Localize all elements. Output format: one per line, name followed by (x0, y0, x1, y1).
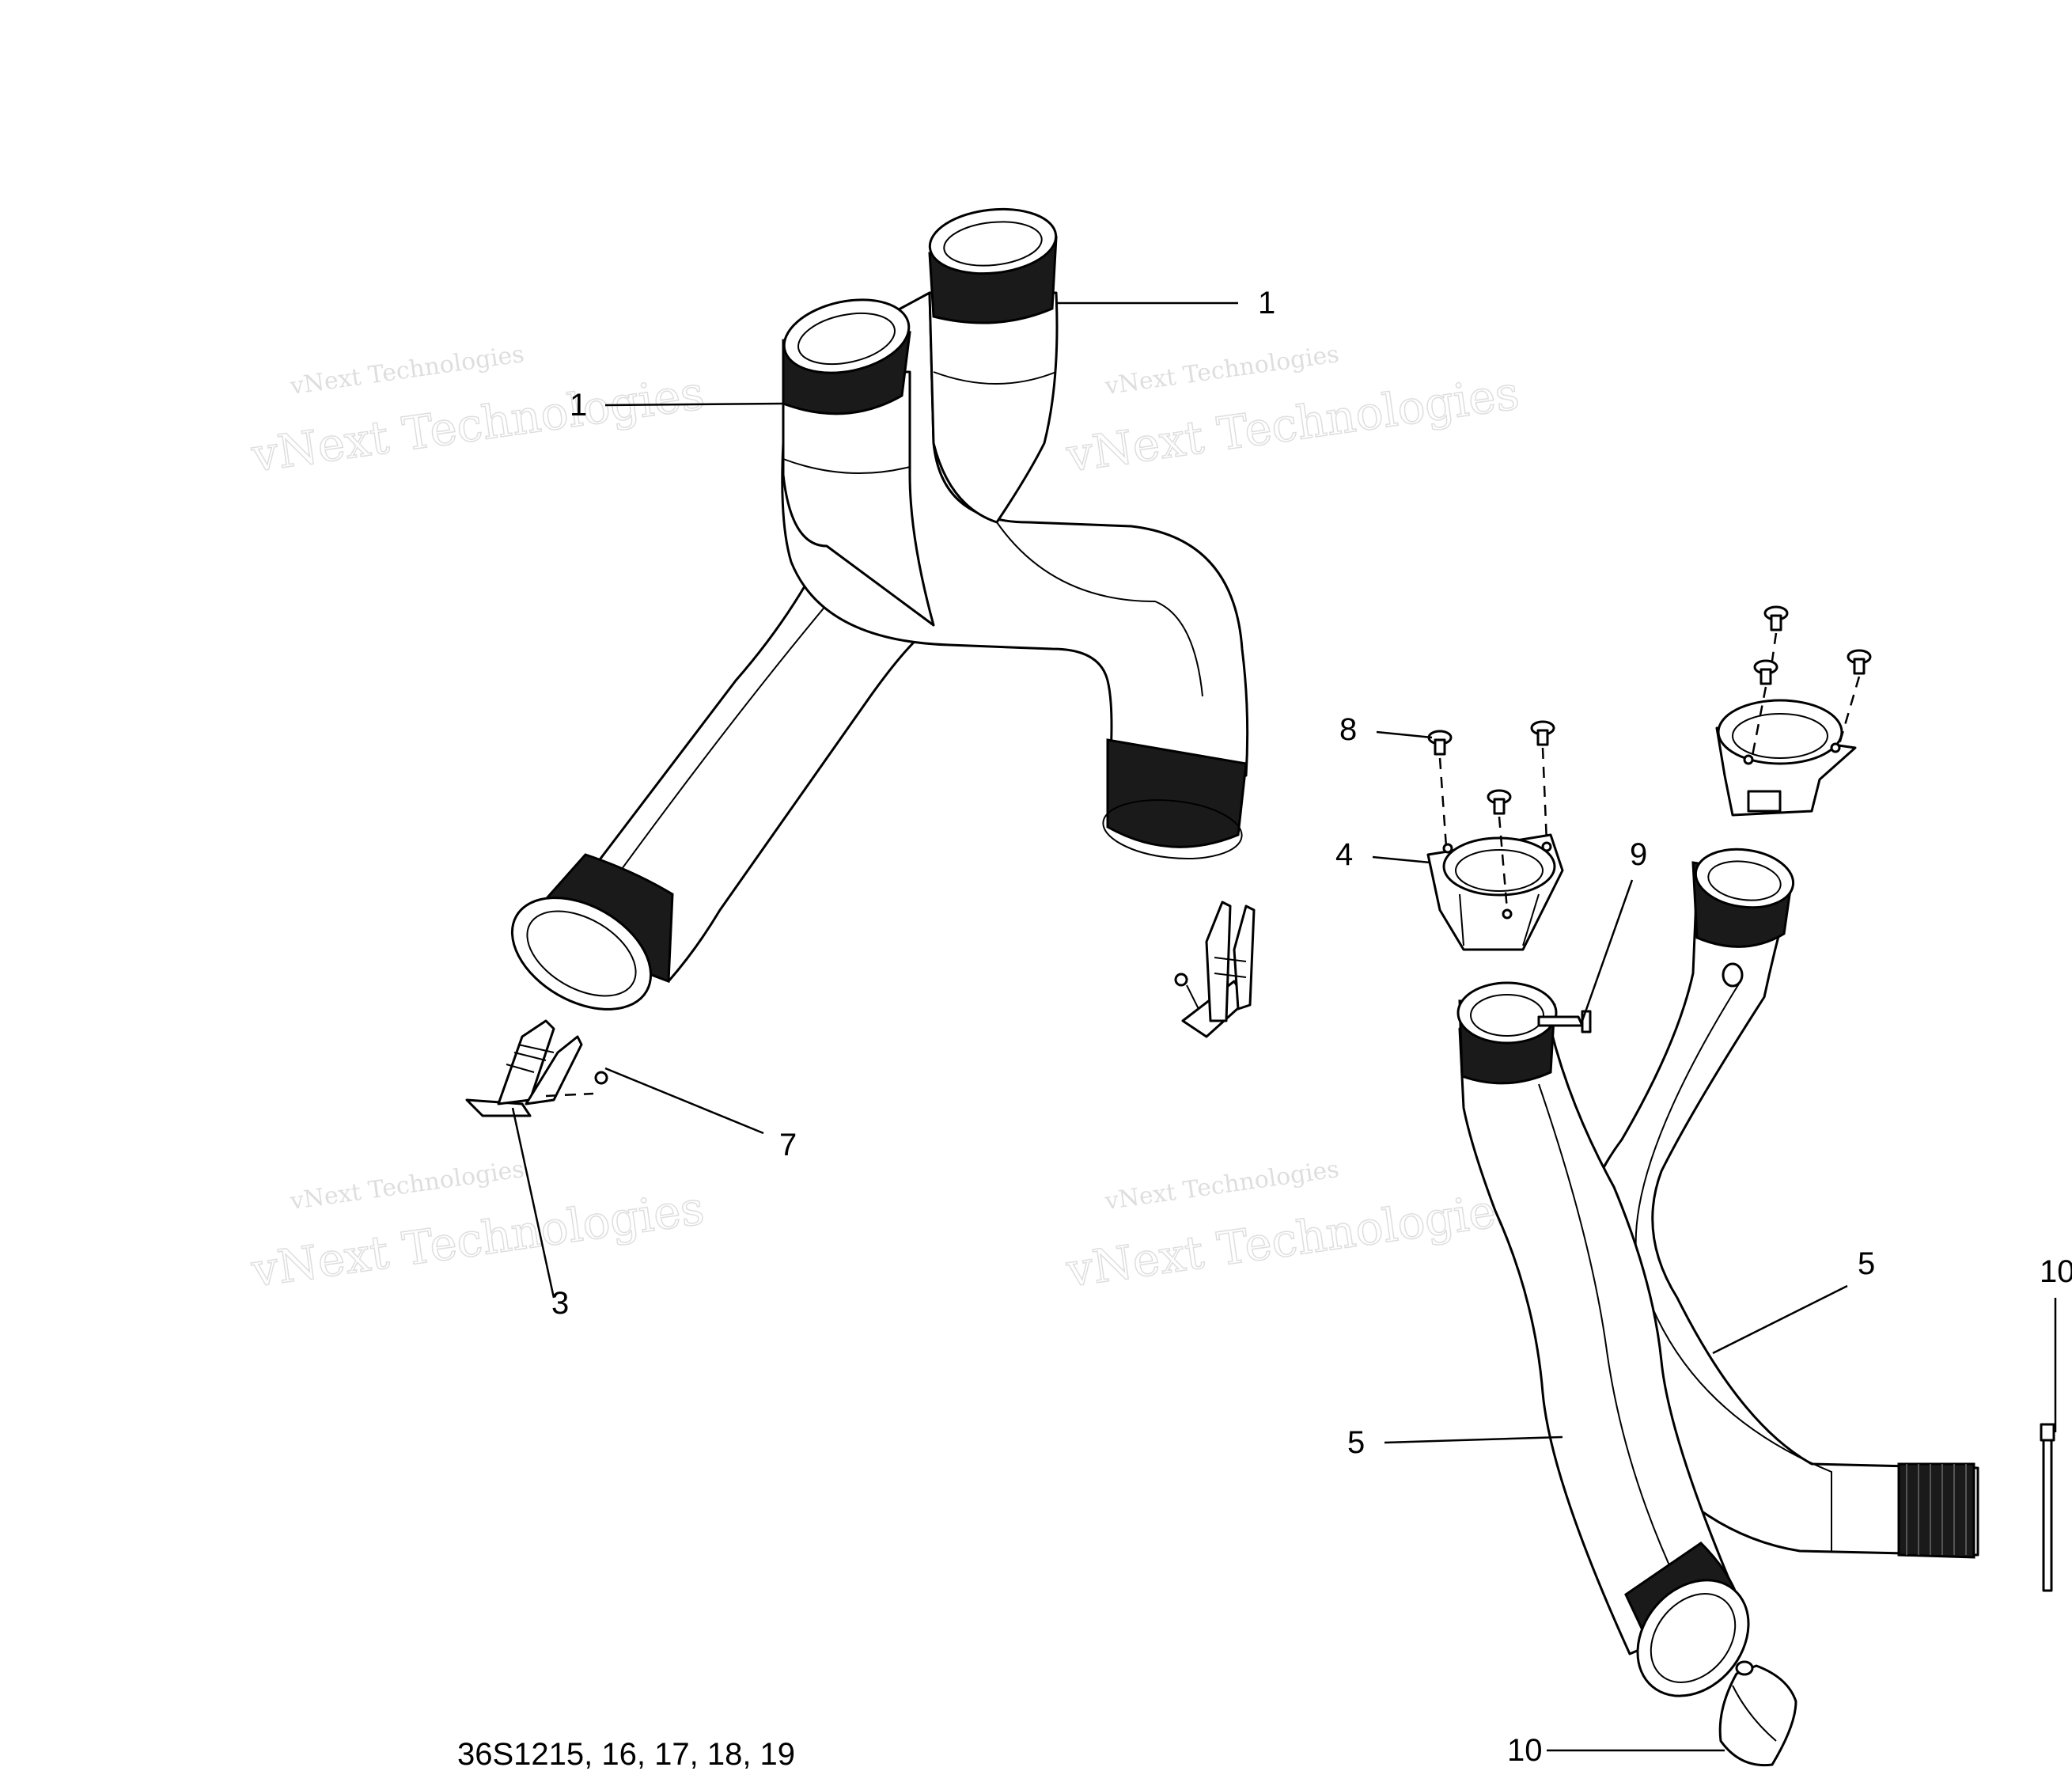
leader-4 (1372, 855, 1431, 864)
y-pipe-assembly (510, 207, 1249, 1011)
watermark-small-text: vNext Technologies (1103, 340, 1341, 400)
flange-left (1426, 720, 1564, 951)
leader-5a (1712, 1284, 1848, 1355)
callout-3: 3 (551, 1286, 569, 1321)
watermark-top-left: vNext Technologies vNext Technologies (247, 340, 708, 483)
watermark-small-text: vNext Technologies (288, 1155, 526, 1215)
y-pipe-s-bend-thread (1102, 738, 1248, 859)
spring-clip-bottom (1718, 1660, 1797, 1767)
callout-8: 8 (1339, 712, 1357, 747)
y-pipe-left-thread-ring (782, 298, 911, 415)
leader-1a (604, 402, 784, 407)
flange-right-bolt-2 (1753, 659, 1778, 685)
exhaust-pipe-crossover-front (1456, 981, 1750, 1697)
y-pipe-left-inlet-tube (782, 370, 935, 627)
callout-10-right: 10 (2040, 1254, 2072, 1289)
flange-left-bolt-1 (1427, 730, 1453, 756)
watermark-small-text: vNext Technologies (1103, 1155, 1341, 1215)
flange-right-bolt-1 (1763, 605, 1789, 631)
leader-9 (1581, 879, 1634, 1022)
flange-right (1715, 605, 1872, 817)
clamp-bracket-center (1174, 901, 1256, 1038)
clamp-bracket-left (465, 1019, 608, 1117)
y-pipe-right-thread-ring (928, 207, 1058, 324)
callout-7: 7 (779, 1128, 797, 1162)
leader-5b (1384, 1435, 1563, 1444)
flange-left-bolt-2 (1530, 720, 1555, 746)
callout-5-right: 5 (1858, 1246, 1875, 1281)
leader-7 (604, 1067, 764, 1135)
callout-10-bottom: 10 (1507, 1733, 1543, 1768)
clamp-screw (594, 1071, 608, 1085)
callout-1-right: 1 (1258, 286, 1275, 320)
callout-9: 9 (1630, 837, 1647, 872)
clamp-center-screw (1174, 973, 1188, 987)
sensor-hole (1722, 962, 1744, 988)
watermark-bottom-left: vNext Technologies vNext Technologies (247, 1155, 708, 1298)
y-pipe-lower-left-thread (510, 853, 674, 1011)
y-pipe-right-inlet-tube (928, 291, 1059, 524)
leader-3 (511, 1107, 555, 1299)
flange-left-bolt-3 (1487, 789, 1512, 815)
drawing-code: 36S1215, 16, 17, 18, 19 (457, 1737, 795, 1771)
watermark-small-text: vNext Technologies (288, 340, 526, 400)
watermark-bottom-center: vNext Technologies vNext Technologies (1062, 1155, 1523, 1298)
callout-1-left: 1 (570, 388, 587, 423)
watermark-top-center: vNext Technologies vNext Technologies (1062, 340, 1523, 483)
spring-right-edge (2040, 1423, 2055, 1592)
callout-4: 4 (1335, 837, 1353, 872)
sensor-screw (1537, 1010, 1592, 1033)
leader-8 (1376, 730, 1433, 739)
callout-5-left: 5 (1347, 1425, 1365, 1460)
flange-right-bolt-3 (1847, 649, 1872, 675)
